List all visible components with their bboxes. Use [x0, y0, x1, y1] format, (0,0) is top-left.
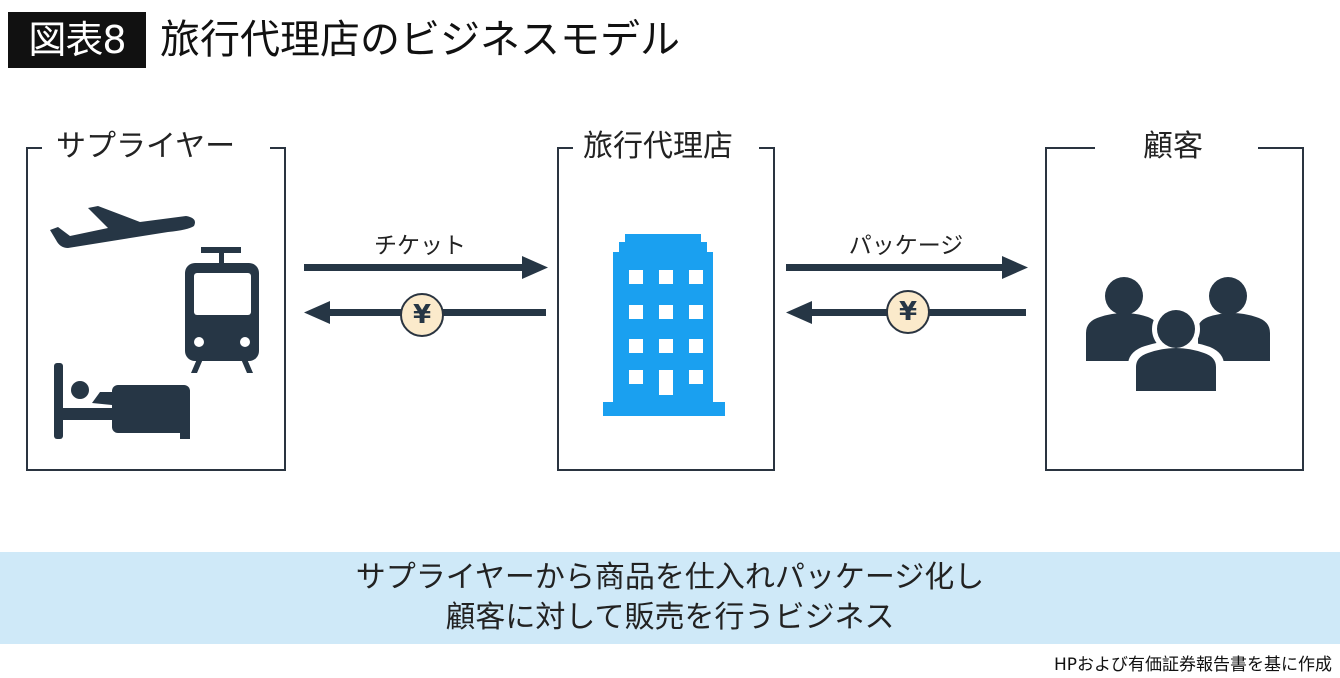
figure-number-badge: 図表8 — [8, 12, 146, 68]
right-arrow-ticket — [304, 256, 548, 279]
package-flow-label: パッケージ — [848, 233, 964, 259]
customer-box: 顧客 — [1045, 129, 1304, 471]
yen-coin-icon: ¥ — [400, 293, 444, 337]
summary-banner: サプライヤーから商品を仕入れパッケージ化し 顧客に対して販売を行うビジネス — [0, 552, 1340, 644]
supplier-box: サプライヤー — [26, 127, 286, 471]
customer-label: 顧客 — [1143, 129, 1203, 164]
agency-label: 旅行代理店 — [577, 127, 739, 167]
yen-coin-icon: ¥ — [886, 290, 930, 334]
building-icon — [603, 234, 725, 416]
summary-line-1: サプライヤーから商品を仕入れパッケージ化し — [355, 560, 985, 595]
ticket-flow-label: チケット — [374, 233, 466, 259]
right-arrow-package — [786, 256, 1028, 279]
airplane-icon — [50, 206, 195, 248]
summary-line-2: 顧客に対して販売を行うビジネス — [445, 600, 895, 635]
bed-icon — [54, 363, 190, 439]
figure-title: 旅行代理店のビジネスモデル — [160, 17, 680, 63]
supplier-label: サプライヤー — [50, 127, 242, 167]
train-icon — [185, 247, 259, 373]
source-note: HPおよび有価証券報告書を基に作成 — [1053, 655, 1332, 675]
agency-box: 旅行代理店 — [557, 127, 775, 471]
people-group-icon — [1086, 277, 1270, 393]
